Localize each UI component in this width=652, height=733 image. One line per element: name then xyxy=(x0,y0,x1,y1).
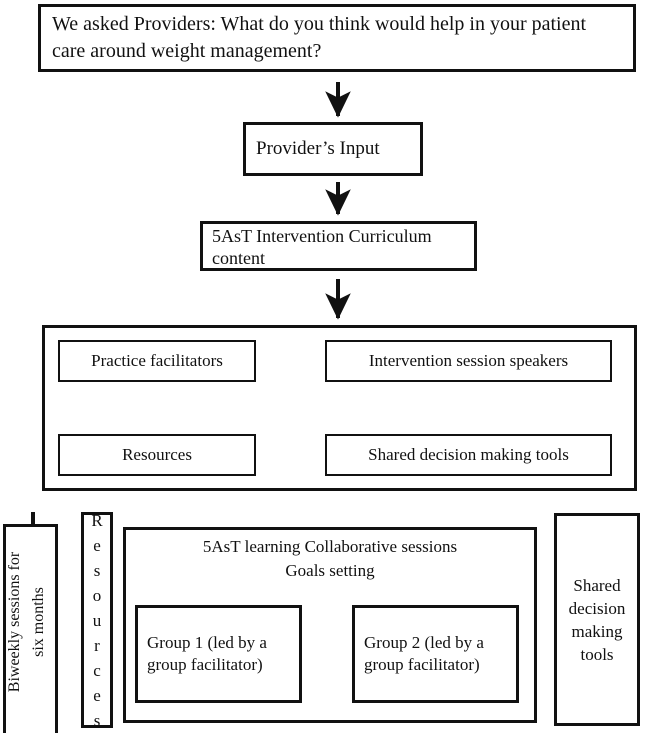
group-2-box xyxy=(352,605,519,703)
resources-column-letter: R xyxy=(91,510,103,530)
provider-input-label: Provider’s Input xyxy=(256,138,380,159)
shared-decision-making-tools-label: Shared decision making tools xyxy=(368,445,569,464)
group-2-label: Group 2 (led by a group facilitator) xyxy=(364,633,484,674)
biweekly-sessions-label: Biweekly sessions for six months xyxy=(6,551,47,693)
shared-decision-making-tools-box xyxy=(325,434,612,476)
resources-label: Resources xyxy=(122,445,192,464)
practice-facilitators-box xyxy=(58,340,256,382)
question-box xyxy=(38,4,636,72)
resources-box xyxy=(58,434,256,476)
resources-column-box xyxy=(81,512,113,728)
resources-column-letter: s xyxy=(93,560,101,580)
resources-column-letter: s xyxy=(93,710,101,730)
biweekly-sessions-box xyxy=(3,524,58,733)
resources-column-letter: e xyxy=(93,535,101,555)
curriculum-label: 5AsT Intervention Curriculum content xyxy=(212,226,432,268)
resources-column-letter: r xyxy=(94,635,100,655)
resources-column-letter: o xyxy=(92,585,102,605)
group-1-box xyxy=(135,605,302,703)
resources-column-letter: u xyxy=(92,610,102,630)
question-text: We asked Providers: What do you think wo… xyxy=(52,13,587,62)
shared-decision-making-tools-column-label: Shared decision making tools xyxy=(568,575,626,664)
resources-column-letter: e xyxy=(93,685,101,705)
practice-facilitators-label: Practice facilitators xyxy=(91,351,223,370)
collaborative-sessions-title: 5AsT learning Collaborative sessions Goa… xyxy=(202,537,458,580)
shared-decision-making-tools-column-box xyxy=(554,513,640,726)
provider-input-box xyxy=(243,122,423,176)
group-1-label: Group 1 (led by a group facilitator) xyxy=(147,633,267,674)
resources-column-letter: c xyxy=(93,660,101,680)
curriculum-box xyxy=(200,221,477,271)
intervention-session-speakers-box xyxy=(325,340,612,382)
intervention-session-speakers-label: Intervention session speakers xyxy=(368,351,569,370)
